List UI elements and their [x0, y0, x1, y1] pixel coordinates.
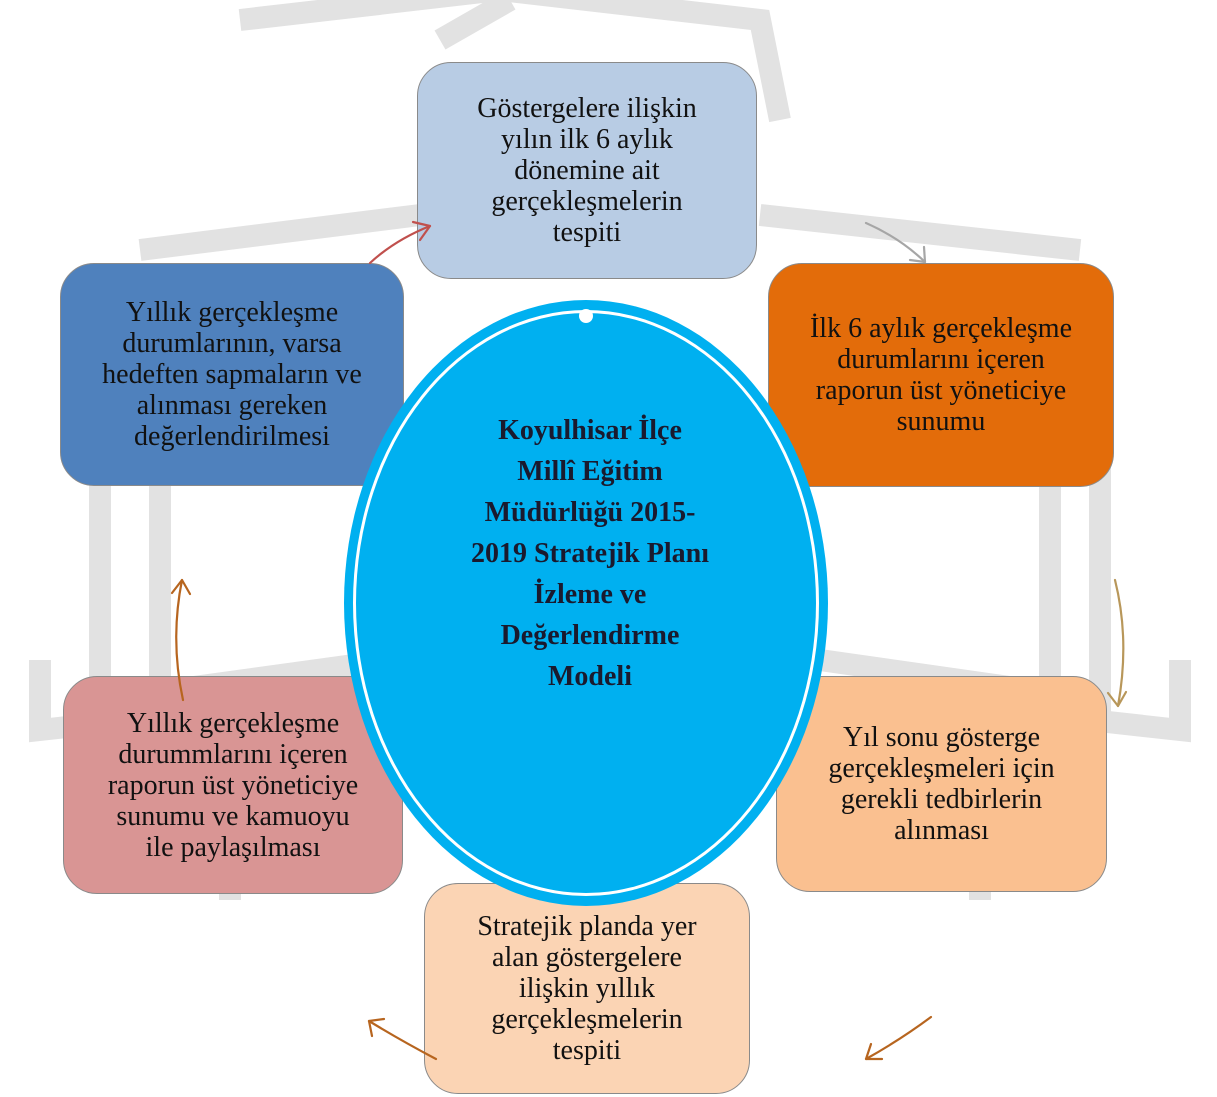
step-3-box: Yıl sonu gösterge gerçekleşmeleri için g…: [776, 676, 1107, 892]
arrow-3-to-4: [864, 1015, 933, 1061]
step-2-box: İlk 6 aylık gerçekleşme durumlarını içer…: [768, 263, 1114, 487]
center-ellipse-dot: [579, 309, 593, 323]
step-6-box: Yıllık gerçekleşme durumlarının, varsa h…: [60, 263, 404, 486]
step-5-box: Yıllık gerçekleşme durummlarını içeren r…: [63, 676, 403, 894]
arrow-6-to-1: [368, 220, 432, 265]
step-1-text: Göstergelere ilişkin yılın ilk 6 aylık d…: [477, 93, 697, 248]
arrow-4-to-5: [367, 1017, 438, 1061]
step-3-text: Yıl sonu gösterge gerçekleşmeleri için g…: [828, 722, 1055, 846]
step-6-text: Yıllık gerçekleşme durumlarının, varsa h…: [102, 297, 362, 452]
step-4-text: Stratejik planda yer alan göstergelere i…: [477, 911, 697, 1066]
center-title: Koyulhisar İlçe Millî Eğitim Müdürlüğü 2…: [471, 415, 709, 692]
step-2-text: İlk 6 aylık gerçekleşme durumlarını içer…: [809, 313, 1072, 437]
arrow-5-to-6: [170, 578, 192, 702]
step-4-box: Stratejik planda yer alan göstergelere i…: [424, 883, 750, 1094]
arrow-2-to-3: [1106, 578, 1128, 708]
step-5-text: Yıllık gerçekleşme durummlarını içeren r…: [107, 707, 359, 863]
step-1-box: Göstergelere ilişkin yılın ilk 6 aylık d…: [417, 62, 757, 279]
arrow-1-to-2: [864, 221, 927, 264]
